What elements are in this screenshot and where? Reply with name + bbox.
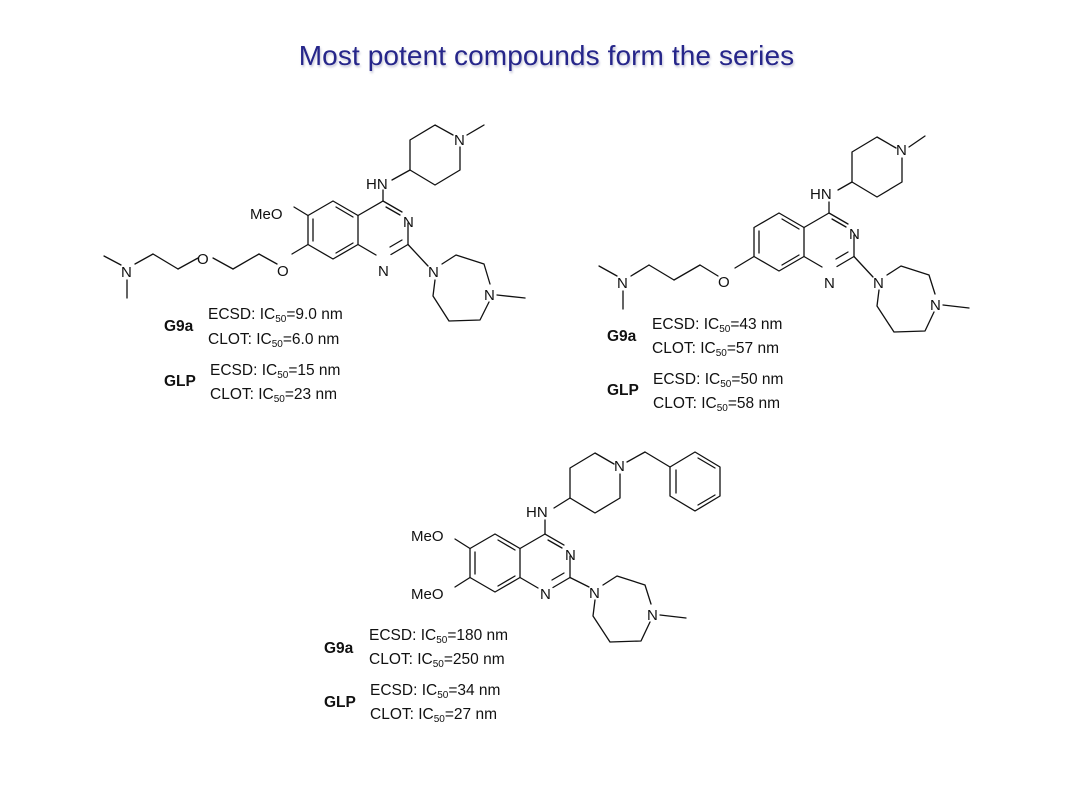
atom-label: N xyxy=(565,547,576,564)
assay-row: CLOT: IC50=58 nm xyxy=(653,395,781,414)
target-label: GLP xyxy=(607,382,639,399)
assay-row: CLOT: IC50=6.0 nm xyxy=(208,331,340,350)
atom-label: O xyxy=(718,274,730,291)
assay-row: ECSD: IC50=50 nm xyxy=(653,371,784,390)
assay-row: ECSD: IC50=15 nm xyxy=(210,362,341,381)
atom-label: MeO xyxy=(411,586,444,603)
atom-label: N xyxy=(930,297,941,314)
target-label: GLP xyxy=(324,694,356,711)
target-label: G9a xyxy=(607,328,637,345)
atom-label: N xyxy=(614,458,625,475)
assay-row: ECSD: IC50=34 nm xyxy=(370,682,501,701)
atom-label: N xyxy=(849,226,860,243)
target-label: G9a xyxy=(164,318,194,335)
assay-row: CLOT: IC50=57 nm xyxy=(652,340,780,359)
atom-label: N xyxy=(484,287,495,304)
atom-label: N xyxy=(540,586,551,603)
atom-label: N xyxy=(647,607,658,624)
assay-row: CLOT: IC50=250 nm xyxy=(369,651,505,670)
assay-row: ECSD: IC50=180 nm xyxy=(369,627,509,646)
slide-title: Most potent compounds form the series xyxy=(298,40,795,71)
assay-row: CLOT: IC50=23 nm xyxy=(210,386,338,405)
atom-label: N xyxy=(403,214,414,231)
compound-3-assays: G9a ECSD: IC50=180 nm CLOT: IC50=250 nm … xyxy=(324,627,554,727)
atom-label: O xyxy=(197,251,209,268)
atom-label: MeO xyxy=(250,206,283,223)
target-label: G9a xyxy=(324,640,354,657)
target-label: GLP xyxy=(164,373,196,390)
compound-2-assays: G9a ECSD: IC50=43 nm CLOT: IC50=57 nm GL… xyxy=(607,316,827,416)
atom-label: N xyxy=(873,275,884,292)
compound-3-structure: N N HN N MeO MeO N N xyxy=(411,451,721,643)
atom-label: HN xyxy=(366,176,388,193)
atom-label: N xyxy=(617,275,628,292)
atom-label: O xyxy=(277,263,289,280)
atom-label: HN xyxy=(810,186,832,203)
atom-label: N xyxy=(378,263,389,280)
atom-label: N xyxy=(589,585,600,602)
assay-row: ECSD: IC50=43 nm xyxy=(652,316,783,335)
atom-label: N xyxy=(896,142,907,159)
assay-row: CLOT: IC50=27 nm xyxy=(370,706,498,725)
atom-label: HN xyxy=(526,504,548,521)
atom-label: MeO xyxy=(411,528,444,545)
assay-row: ECSD: IC50=9.0 nm xyxy=(208,306,343,325)
compound-2-structure: N N HN N O N N N xyxy=(598,135,970,333)
atom-label: N xyxy=(454,132,465,149)
atom-label: N xyxy=(428,264,439,281)
atom-label: N xyxy=(121,264,132,281)
compound-1-structure: HN N N N MeO O O N N N xyxy=(103,124,526,322)
atom-label: N xyxy=(824,275,835,292)
compound-1-assays: G9a ECSD: IC50=9.0 nm CLOT: IC50=6.0 nm … xyxy=(164,306,384,406)
